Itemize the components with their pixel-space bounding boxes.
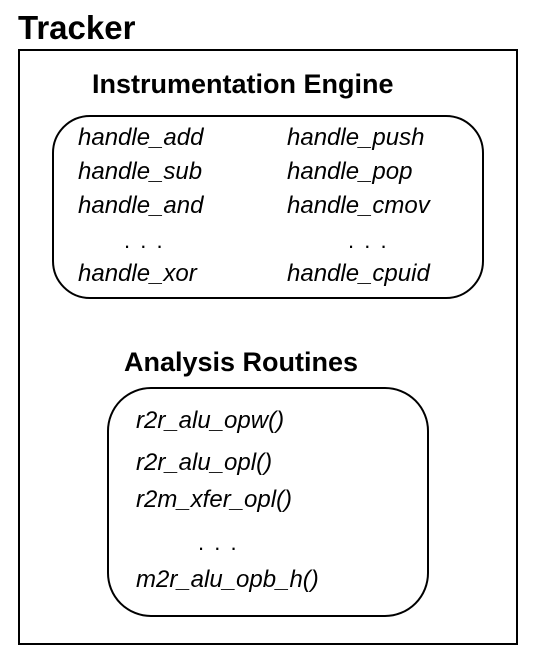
routine-item: r2m_xfer_opl() — [136, 486, 293, 513]
instrumentation-engine-box — [52, 115, 484, 299]
routine-ellipsis: . . . — [198, 530, 239, 555]
handler-item: handle_add — [78, 124, 204, 151]
routine-item: r2r_alu_opl() — [136, 449, 273, 476]
handler-item: handle_xor — [78, 260, 197, 287]
routine-item: r2r_alu_opw() — [136, 407, 285, 434]
instrumentation-engine-title: Instrumentation Engine — [92, 69, 394, 99]
handler-ellipsis-right: . . . — [348, 228, 389, 253]
handler-item: handle_pop — [287, 158, 413, 185]
handler-item: handle_sub — [78, 158, 203, 185]
handler-item: handle_cmov — [287, 192, 430, 219]
handler-item: handle_and — [78, 192, 204, 219]
tracker-title: Tracker — [18, 9, 136, 46]
analysis-routines-title: Analysis Routines — [124, 347, 359, 377]
handler-item: handle_cpuid — [287, 260, 430, 287]
handler-item: handle_push — [287, 124, 425, 151]
analysis-routines-box — [107, 387, 429, 617]
tracker-box — [18, 49, 518, 645]
handler-ellipsis-left: . . . — [124, 228, 165, 253]
routine-item: m2r_alu_opb_h() — [136, 566, 319, 593]
